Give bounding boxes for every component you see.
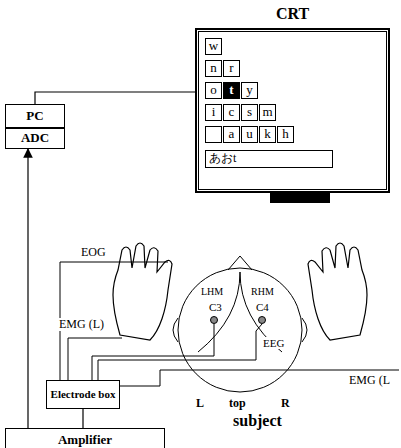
left-hand [113,243,172,340]
signal-label: EMG (L [348,374,391,387]
key-cell: o [205,82,222,99]
key-cell: y [241,82,258,99]
electrode [259,317,266,324]
key-cell: i [205,104,222,121]
box-label: PC [26,109,43,123]
key-cell: s [241,104,258,121]
eeg-wire [98,324,262,380]
box-label: m [262,105,272,119]
box-label: Amplifier [58,433,112,447]
box-label: s [247,105,252,119]
box-label: ADC [21,131,49,145]
side-label: R [280,397,291,410]
signal-label: EOG [80,246,107,259]
central-line-left [198,272,240,352]
emg-left-wire [68,338,122,380]
electrode [211,317,218,324]
box-label: Electrode box [51,388,116,400]
key-cell: h [277,126,294,143]
box-label: k [264,127,271,141]
nose [228,256,252,270]
region-label: RHM [250,286,275,297]
crt-stand [270,193,330,203]
adc-box: ADC [5,128,65,149]
key-cell: c [223,104,240,121]
box-label: o [210,83,217,97]
box-label: t [229,83,233,97]
screen-title: CRT [197,5,388,23]
box-label: c [229,105,235,119]
box-label: w [209,39,218,53]
connector [82,409,83,428]
connector [27,149,28,428]
crt-screen: wnrotyicsmaukhあおtCRT [195,28,390,193]
key-cell: w [205,38,222,55]
key-cell: m [259,104,276,121]
key-cell: a [223,126,240,143]
box-label: あおt [209,152,236,165]
empty-cell [206,127,222,143]
hands [113,243,367,340]
electrode-wires [60,262,399,386]
figure-label: subject [232,412,283,430]
box-label: n [210,61,217,75]
electrode-label: C4 [255,301,270,313]
electrodes [211,317,266,324]
key-cell: k [259,126,276,143]
side-label: top [228,397,247,410]
side-label: L [195,397,205,410]
left-ear [173,318,178,342]
box-label: y [246,83,253,97]
key-cell: u [241,126,258,143]
box-label: u [246,127,253,141]
signal-label: EMG (L) [58,318,105,331]
connector [35,92,195,104]
head-outline [178,268,302,392]
box-label: a [229,127,235,141]
region-label: LHM [200,286,224,297]
key-cell: r [223,60,240,77]
electrode-box: Electrode box [46,380,120,409]
box-label: r [229,61,233,75]
text-line: あおt [205,150,333,168]
eeg-wire [92,324,214,380]
key-cell: n [205,60,222,77]
right-hand [308,243,367,340]
right-ear [302,318,307,342]
electrode-label: C3 [208,301,223,313]
box-label: i [212,105,216,119]
selected-cell: t [223,82,240,99]
box-label: h [282,127,289,141]
pc-box: PC [5,104,65,128]
signal-label: EEG [262,337,285,349]
amplifier-box: Amplifier [5,428,165,448]
head-figure [173,256,307,392]
